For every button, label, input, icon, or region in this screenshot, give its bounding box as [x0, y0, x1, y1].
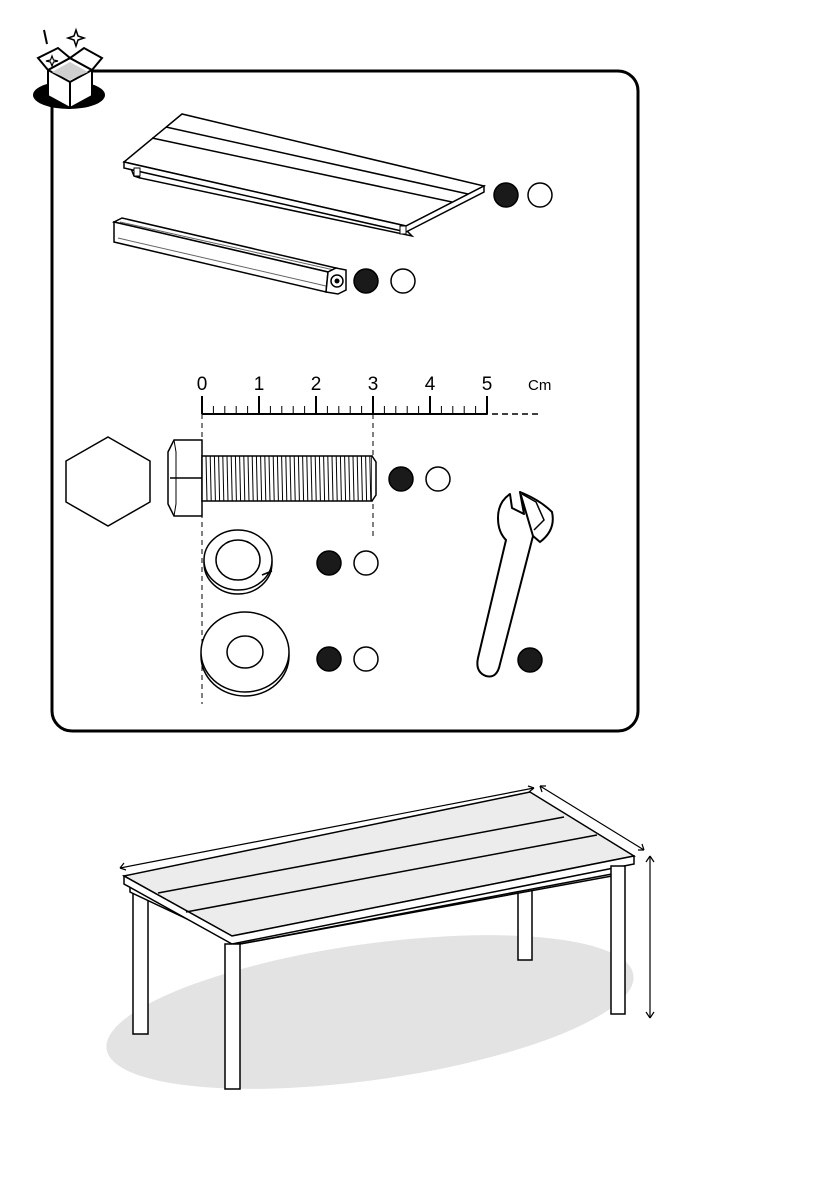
part-quantity-spring-washer — [354, 551, 378, 575]
wrench-tool-icon — [477, 492, 552, 677]
part-badge-wrench — [518, 648, 542, 672]
ruler-tick-label-2: 2 — [311, 374, 322, 395]
ruler-unit-label: Cm — [528, 377, 551, 394]
part-badge-leg — [354, 269, 378, 293]
ruler-tick-label-3: 3 — [368, 374, 379, 395]
ruler-tick-label-0: 0 — [197, 374, 208, 395]
part-badge-bolt — [389, 467, 413, 491]
part-quantity-flat-washer — [354, 647, 378, 671]
part-quantity-bolt — [426, 467, 450, 491]
part-quantity-leg — [391, 269, 415, 293]
part-badge-spring-washer — [317, 551, 341, 575]
part-badge-flat-washer — [317, 647, 341, 671]
hex-bolt-part — [168, 440, 376, 516]
assembled-table — [97, 786, 654, 1116]
tabletop-panel-part — [124, 114, 484, 236]
flat-washer-part — [201, 612, 289, 696]
table-leg-part — [114, 218, 346, 294]
part-quantity-tabletop — [528, 183, 552, 207]
ruler-tick-label-5: 5 — [482, 374, 493, 395]
measuring-ruler: 0 1 2 3 4 5 Cm — [197, 374, 552, 414]
hex-head-outline — [66, 437, 150, 526]
floor-shadow — [97, 908, 643, 1117]
spring-washer-part — [204, 530, 272, 594]
ruler-tick-label-1: 1 — [254, 374, 265, 395]
ruler-tick-label-4: 4 — [425, 374, 436, 395]
part-badge-tabletop — [494, 183, 518, 207]
